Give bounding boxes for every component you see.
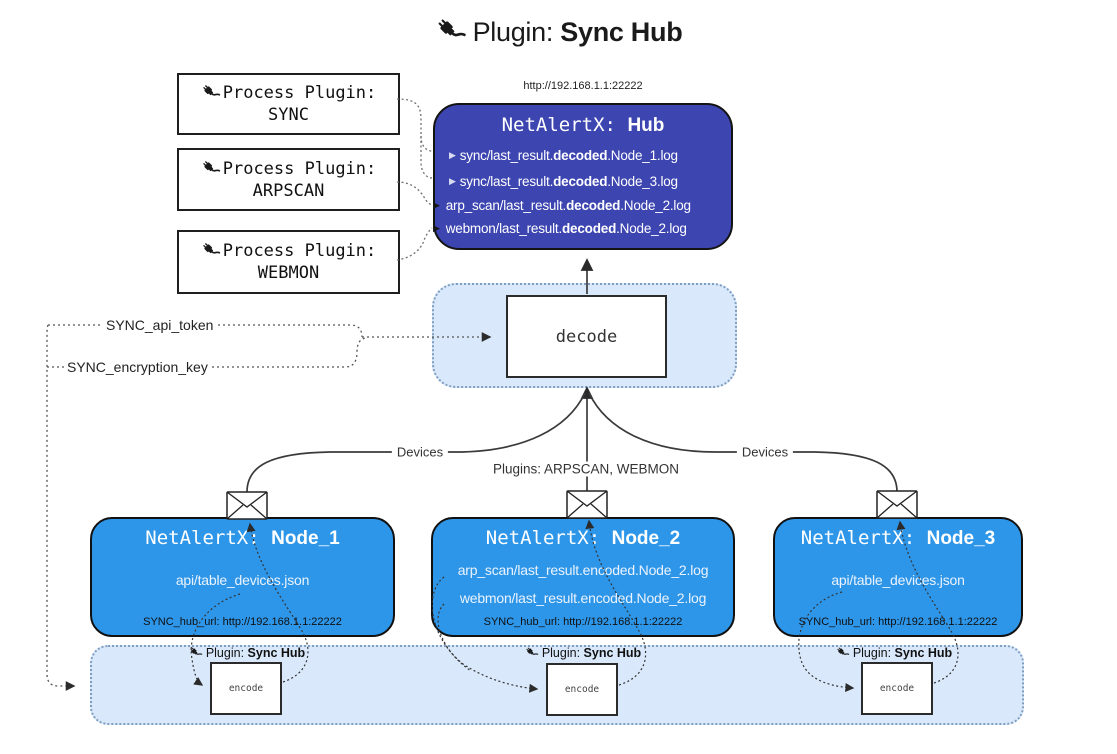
node-title-prefix: NetAlertX: xyxy=(145,527,272,549)
hub-log-pre: sync/last_result. xyxy=(459,147,554,163)
plug-icon xyxy=(836,646,850,660)
hub-box: NetAlertX: Hub ▶sync/last_result.decoded… xyxy=(433,103,733,250)
hub-title-prefix: NetAlertX: xyxy=(501,114,628,136)
hub-log-pre: arp_scan/last_result. xyxy=(445,198,567,213)
plugin-to-hub-links xyxy=(396,98,433,261)
node-title-name: Node_3 xyxy=(926,528,996,549)
process-plugin-label: Process Plugin: xyxy=(222,158,377,179)
hub-log-row: ▶sync/last_result.decoded.Node_3.log xyxy=(449,168,731,194)
hub-log-pre: webmon/last_result. xyxy=(445,221,562,236)
process-plugin-box-sync: Process Plugin: SYNC xyxy=(177,73,400,135)
hub-log-bold: decoded xyxy=(562,221,617,236)
process-plugin-box-arpscan: Process Plugin: ARPSCAN xyxy=(177,148,400,211)
encode-plugin-name: Sync Hub xyxy=(247,646,306,660)
arrow-right-icon: ▶ xyxy=(433,200,440,210)
envelope-icon xyxy=(226,491,268,520)
page-title: Plugin: Sync Hub xyxy=(0,16,1117,48)
encode-box-2: encode xyxy=(546,663,618,716)
devices-label-left: Devices xyxy=(391,444,449,460)
node-file-line: api/table_devices.json xyxy=(175,572,310,588)
hub-log-post: .Node_1.log xyxy=(607,147,678,163)
encode-plugin-label-3: Plugin: Sync Hub xyxy=(836,646,952,660)
arrow-right-icon: ▶ xyxy=(449,175,456,186)
encode-plugin-prefix: Plugin: xyxy=(541,646,584,660)
hub-log-row: ▶ arp_scan/last_result.decoded.Node_2.log xyxy=(433,194,731,217)
node-file-line: arp_scan/last_result.encoded.Node_2.log xyxy=(457,562,709,578)
plug-icon xyxy=(201,159,221,179)
node-title-name: Node_1 xyxy=(271,528,340,549)
encode-plugin-text: Plugin: Sync Hub xyxy=(206,646,305,660)
hub-log-bold: decoded xyxy=(553,173,608,189)
plug-icon xyxy=(189,646,203,660)
hub-url: http://192.168.1.1:22222 xyxy=(523,80,643,92)
plug-icon xyxy=(435,16,467,48)
sync-encryption-key-label: SYNC_encryption_key xyxy=(64,359,211,375)
envelope-icons xyxy=(226,490,918,520)
hub-log-row: ▶ webmon/last_result.decoded.Node_2.log xyxy=(433,217,731,240)
process-plugin-label: Process Plugin: xyxy=(222,83,377,103)
arrow-right-icon: ▶ xyxy=(449,149,456,160)
page-title-name: Sync Hub xyxy=(560,16,683,47)
encode-plugin-text: Plugin: Sync Hub xyxy=(542,646,641,660)
node-hub-url: SYNC_hub_url: http://192.168.1.1:22222 xyxy=(798,616,998,628)
page-title-text: Plugin: Sync Hub xyxy=(473,17,683,48)
arrow-right-icon: ▶ xyxy=(433,223,440,233)
node-box-node-2: NetAlertX: Node_2 arp_scan/last_result.e… xyxy=(431,517,735,637)
hub-log-bold: decoded xyxy=(553,147,608,163)
hub-log-post: .Node_2.log xyxy=(616,221,687,236)
node-box-node-3: NetAlertX: Node_3 api/table_devices.json… xyxy=(773,517,1023,637)
encode-plugin-name: Sync Hub xyxy=(894,646,953,660)
plug-icon xyxy=(201,83,221,103)
encode-plugin-prefix: Plugin: xyxy=(205,646,248,660)
process-plugin-name: SYNC xyxy=(268,105,309,125)
page-title-prefix: Plugin: xyxy=(472,16,561,47)
process-plugin-label: Process Plugin: xyxy=(222,241,377,261)
encode-plugin-text: Plugin: Sync Hub xyxy=(853,646,952,660)
process-plugin-name: ARPSCAN xyxy=(252,180,325,201)
plug-icon xyxy=(201,241,221,261)
decode-box: decode xyxy=(506,295,667,378)
hub-log-post: .Node_2.log xyxy=(620,198,691,213)
plug-icon xyxy=(525,646,539,660)
encode-box-1: encode xyxy=(210,662,282,715)
encode-box-3: encode xyxy=(861,662,933,715)
node-title-prefix: NetAlertX: xyxy=(485,527,612,549)
devices-label-right: Devices xyxy=(736,444,794,460)
hub-log-bold: decoded xyxy=(566,198,621,213)
node-hub-url: SYNC_hub_url: http://192.168.1.1:22222 xyxy=(143,616,342,628)
encode-plugin-label-1: Plugin: Sync Hub xyxy=(189,646,305,660)
node-title-name: Node_2 xyxy=(611,528,681,549)
encode-plugin-name: Sync Hub xyxy=(583,646,642,660)
node-title-prefix: NetAlertX: xyxy=(800,527,927,549)
plugins-label: Plugins: ARPSCAN, WEBMON xyxy=(487,461,685,477)
hub-log-list: ▶sync/last_result.decoded.Node_1.log ▶sy… xyxy=(433,142,731,240)
process-plugin-box-webmon: Process Plugin: WEBMON xyxy=(177,230,400,294)
hub-log-post: .Node_3.log xyxy=(607,173,678,189)
node-file-line: webmon/last_result.encoded.Node_2.log xyxy=(459,590,707,606)
hub-log-row: ▶sync/last_result.decoded.Node_1.log xyxy=(449,142,731,168)
hub-log-pre: sync/last_result. xyxy=(459,173,554,189)
envelope-icon xyxy=(566,490,608,519)
sync-api-token-label: SYNC_api_token xyxy=(103,317,217,333)
node-box-node-1: NetAlertX: Node_1 api/table_devices.json… xyxy=(90,517,395,637)
hub-title-name: Hub xyxy=(627,115,665,136)
node-file-line: api/table_devices.json xyxy=(831,572,965,588)
process-plugin-name: WEBMON xyxy=(257,263,320,283)
envelope-icon xyxy=(876,490,918,519)
encode-plugin-label-2: Plugin: Sync Hub xyxy=(525,646,641,660)
node-hub-url: SYNC_hub_url: http://192.168.1.1:22222 xyxy=(483,616,683,628)
encode-plugin-prefix: Plugin: xyxy=(852,646,895,660)
